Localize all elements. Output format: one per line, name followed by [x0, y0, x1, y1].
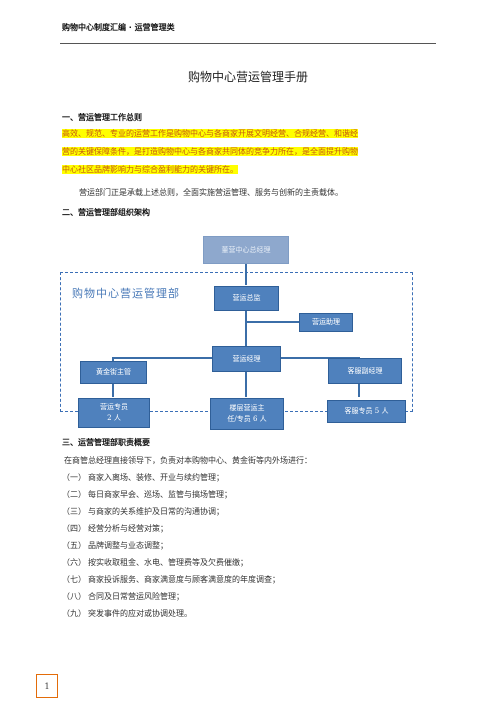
running-header: 购物中心制度汇编 · 运营管理类	[62, 23, 175, 32]
highlight-line-2: 营的关键保障条件，是打造购物中心与各商家共同体的竞争力所在，是全面提升购物	[62, 147, 358, 156]
section-1-heading: 一、营运管理工作总则	[62, 113, 142, 122]
org-node-assistant: 营运助理	[299, 313, 353, 332]
connector-top-director	[245, 262, 247, 285]
duty-item-5: （五）品牌调整与业态调整；	[62, 541, 168, 550]
section-2-heading: 二、营运管理部组织架构	[62, 208, 150, 217]
duty-item-7: （七）商家投诉服务、商家满意度与顾客满意度的年度调查；	[62, 575, 280, 584]
duty-item-3: （三）与商家的关系维护及日常的沟通协调；	[62, 507, 224, 516]
left-staff-line-2: 2 人	[107, 414, 121, 422]
section-1-paragraph: 营运部门正是承载上述总则，全面实施营运管理、服务与创新的主责载体。	[79, 188, 343, 197]
center-staff-line-2: 任/专员 6 人	[227, 415, 267, 423]
center-staff-line-1: 楼层营运主	[229, 404, 265, 412]
page-number: 1	[36, 674, 58, 698]
connector-center-down	[245, 370, 247, 397]
org-node-left-staff: 营运专员 2 人	[78, 398, 150, 428]
org-node-right-staff: 客服专员 5 人	[327, 400, 406, 423]
org-node-center-staff: 楼层营运主 任/专员 6 人	[210, 398, 284, 430]
header-divider	[60, 43, 436, 44]
duty-item-4: （四）经营分析与经营对策；	[62, 524, 168, 533]
highlight-line-1: 高效、规范、专业的运营工作是购物中心与各商家开展文明经营、合规经营、和谐经	[62, 129, 358, 138]
org-node-top-manager: 董营中心总经理	[203, 236, 289, 264]
org-node-left-manager: 黄金街主管	[80, 361, 147, 384]
connector-assistant	[246, 321, 299, 323]
org-node-right-manager: 客服副经理	[328, 358, 402, 384]
highlight-line-3: 中心社区品牌影响力与综合盈利能力的关键所在。	[62, 165, 238, 174]
left-staff-line-1: 营运专员	[100, 403, 128, 411]
org-node-center-manager: 营运经理	[212, 346, 281, 372]
duty-item-9: （九）突发事件的应对或协调处理。	[62, 609, 192, 618]
connector-director-manager	[245, 309, 247, 346]
duty-item-1: （一）商家入离场、装修、开业与续约管理；	[62, 473, 224, 482]
duty-item-2: （二）每日商家早会、巡场、监管与搞场管理；	[62, 490, 232, 499]
section-3-intro: 在商管总经理直接领导下，负责对本购物中心、黄金街等内外场进行：	[64, 456, 312, 465]
duty-item-8: （八）合同及日常营运风险管理；	[62, 592, 184, 601]
document-title: 购物中心营运管理手册	[187, 70, 308, 84]
duty-item-6: （六）按实收取租金、水电、管理费等及欠费催缴；	[62, 558, 248, 567]
section-3-heading: 三、运营管理部职责概要	[62, 438, 150, 447]
org-chart-frame-label: 购物中心营运管理部	[72, 287, 180, 300]
org-node-director: 营运总监	[214, 286, 279, 311]
